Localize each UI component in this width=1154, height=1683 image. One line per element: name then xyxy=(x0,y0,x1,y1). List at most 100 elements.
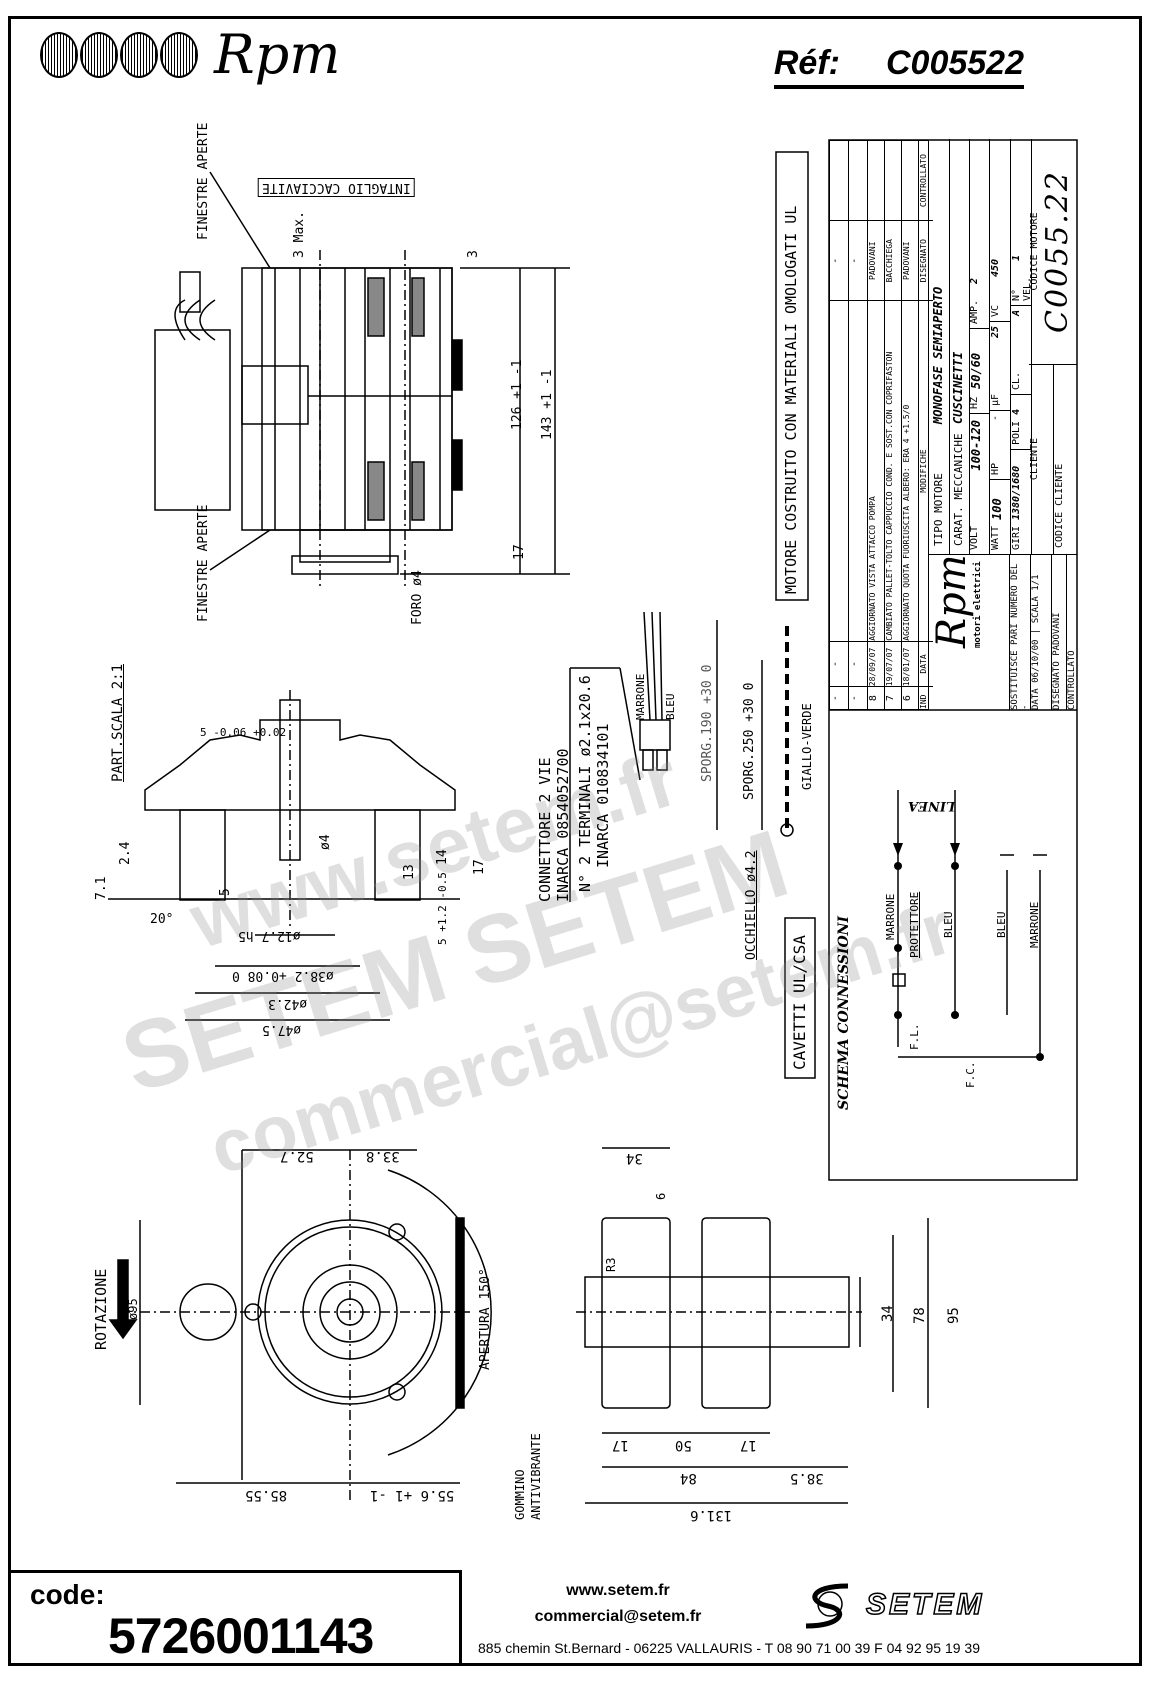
eyelet-label: OCCHIELLO ø4.2 xyxy=(744,850,759,960)
dim-3-max: 3 Max. xyxy=(292,211,307,258)
dim-38-5: 38.5 xyxy=(790,1470,824,1486)
detail-dim-12-7: ø12.7 h5 xyxy=(238,928,301,943)
schema-marrone: MARRONE xyxy=(884,893,897,940)
schema-fl: F.L. xyxy=(908,1023,921,1051)
website-link[interactable]: www.setem.fr xyxy=(566,1582,670,1599)
email-link[interactable]: commercial@setem.fr xyxy=(534,1608,702,1625)
address: 885 chemin St.Bernard - 06225 VALLAURIS … xyxy=(478,1640,980,1656)
dim-3: 3 xyxy=(466,250,481,258)
detail-dim-14: 14 xyxy=(435,849,450,865)
schema-marrone-2: MARRONE xyxy=(1028,901,1041,948)
dim-126: 126 +1 -1 xyxy=(510,359,525,430)
coil-icon xyxy=(40,32,78,78)
dim-r3: R3 xyxy=(604,1257,618,1272)
dim-17: 17 xyxy=(512,544,527,560)
detail-dim-13: 13 xyxy=(402,864,417,880)
dim-55-6: 55.6 +1 -1 xyxy=(370,1487,455,1503)
detail-dim-47-5: ø47.5 xyxy=(262,1022,302,1037)
sporg-250: SPORG.250 +30 0 xyxy=(742,682,757,800)
detail-dim-5-tol: 5 +1.2 -0.5 xyxy=(436,872,449,945)
revision-row: - - - xyxy=(830,141,849,709)
gommino-label: GOMMINO ANTIVIBRANTE xyxy=(513,1433,543,1520)
cables-label: CAVETTI UL/CSA xyxy=(790,935,809,1070)
dim-17-b: 17 xyxy=(740,1437,757,1453)
revision-row: 6 18/01/07 AGGIORNATO QUOTA FUORIUSCITA … xyxy=(902,141,919,709)
schema-title: SCHEMA CONNESSIONI xyxy=(836,916,852,1110)
sporg-190: SPORG.190 +30 0 xyxy=(700,664,715,782)
revision-table: - - - - - - 8 28/09/07 AGGIORNATO VISTA … xyxy=(829,140,933,710)
title-logo: Rpm motori elettrici xyxy=(929,554,983,648)
title-admin: SOSTITUISCE PARI NUMERO DEL - DATA 06/10… xyxy=(1009,555,1081,710)
codice-motore-block: CODICE MOTORE C0055.22 xyxy=(1029,139,1077,365)
revision-row: 7 19/07/07 CAMBIATO PALLET-TOLTO CAPPUCC… xyxy=(885,141,902,709)
contact-info: www.setem.fr commercial@setem.fr xyxy=(488,1578,748,1630)
detail-dim-17: 17 xyxy=(472,859,487,875)
label-windows-top: FINESTRE APERTE xyxy=(196,122,211,240)
dim-95: 95 xyxy=(946,1307,962,1324)
label-screwdriver-slot: INTAGLIO CACCIAVITE xyxy=(258,178,415,197)
dim-17-a: 17 xyxy=(612,1437,629,1453)
detail-dim-2-4: 2.4 xyxy=(118,841,133,865)
wire-bleu: BLEU xyxy=(664,693,677,721)
dim-143: 143 +1 -1 xyxy=(540,369,555,440)
schema-linea: LINEA xyxy=(908,798,956,813)
setem-brand: SETEM xyxy=(865,1587,985,1622)
ul-note: MOTORE COSTRUITO CON MATERIALI OMOLOGATI… xyxy=(782,205,800,594)
dim-84: 84 xyxy=(680,1470,697,1486)
dim-bottom-34: 34 xyxy=(626,1150,643,1166)
detail-dim-42-3: ø42.3 xyxy=(268,996,308,1011)
dim-52-7: 52.7 xyxy=(280,1148,314,1164)
label-windows-bottom: FINESTRE APERTE xyxy=(196,504,211,622)
schema-bleu-2: BLEU xyxy=(995,911,1008,939)
carat-row: CARAT. MECCANICHE CUSCINETTI xyxy=(949,139,970,555)
coil-icon xyxy=(120,32,158,78)
rpm-logo: Rpm xyxy=(40,28,340,82)
cliente-block: CLIENTE CODICE CLIENTE xyxy=(1029,364,1077,555)
connector-line3: N° 2 TERMINALI ø2.1x20.6 xyxy=(576,675,594,892)
dim-33-8: 33.8 xyxy=(366,1148,400,1164)
rotation-label: ROTAZIONE xyxy=(92,1268,110,1350)
detail-dim-d4: ø4 xyxy=(318,834,333,850)
detail-dim-angle: 20° xyxy=(150,912,174,927)
coil-icon xyxy=(160,32,198,78)
reference: Réf: C005522 xyxy=(773,44,1024,89)
dim-shaft-34: 34 xyxy=(880,1305,896,1322)
code-box: code: 5726001143 xyxy=(8,1570,462,1666)
ground-wire-label: GIALLO-VERDE xyxy=(800,703,814,790)
aperture-label: APERTURA 150° xyxy=(478,1268,493,1370)
dim-85-55: 85.55 xyxy=(245,1487,288,1503)
dim-78: 78 xyxy=(912,1307,928,1324)
dim-dia-95: ø95 xyxy=(126,1298,140,1320)
detail-dim-5: 5 xyxy=(218,888,233,896)
label-hole: FORO ø4 xyxy=(410,570,425,625)
dim-131-6: 131.6 xyxy=(690,1507,733,1523)
detail-title: PART.SCALA 2:1 xyxy=(110,663,126,782)
tipo-motore-row: TIPO MOTORE MONOFASE SEMIAPERTO xyxy=(929,139,950,555)
wire-marrone: MARRONE xyxy=(634,673,647,720)
connector-line2: INARCA 0854052700 xyxy=(554,748,572,902)
specs-grid: VOLT 100-120 HZ 50/60 AMP. 2 WATT 100 HP… xyxy=(969,139,1033,555)
connector-line1: CONNETTORE 2 VIE xyxy=(536,757,554,903)
connector-line4: INARCA 010834101 xyxy=(594,723,612,869)
revision-row: - - - xyxy=(849,141,868,709)
detail-dim-38-2: ø38.2 +0.08 0 xyxy=(232,968,334,983)
code-value: 5726001143 xyxy=(108,1608,374,1664)
footer: code: 5726001143 www.setem.fr commercial… xyxy=(8,1570,1142,1666)
ref-value: C005522 xyxy=(885,44,1024,82)
drawing-frame xyxy=(8,16,1142,1666)
schema-protettore: PROTETTORE xyxy=(908,891,921,958)
revision-row: 8 28/09/07 AGGIORNATO VISTA ATTACCO POMP… xyxy=(868,141,885,709)
schema-fc: F.C. xyxy=(964,1061,977,1089)
ref-label: Réf: xyxy=(773,44,840,82)
dim-50: 50 xyxy=(675,1437,692,1453)
brand-name: Rpm xyxy=(214,23,341,86)
detail-dim-shaft: 5 -0.06 +0.02 xyxy=(200,726,287,739)
setem-logo: SETEM xyxy=(798,1580,984,1630)
setem-swirl-icon xyxy=(805,1583,849,1629)
detail-dim-7-1: 7.1 xyxy=(94,876,109,900)
schema-bleu-1: BLEU xyxy=(942,911,955,939)
code-label: code: xyxy=(30,1579,105,1610)
title-block: - - - - - - 8 28/09/07 AGGIORNATO VISTA … xyxy=(829,139,1081,710)
coil-icon xyxy=(80,32,118,78)
